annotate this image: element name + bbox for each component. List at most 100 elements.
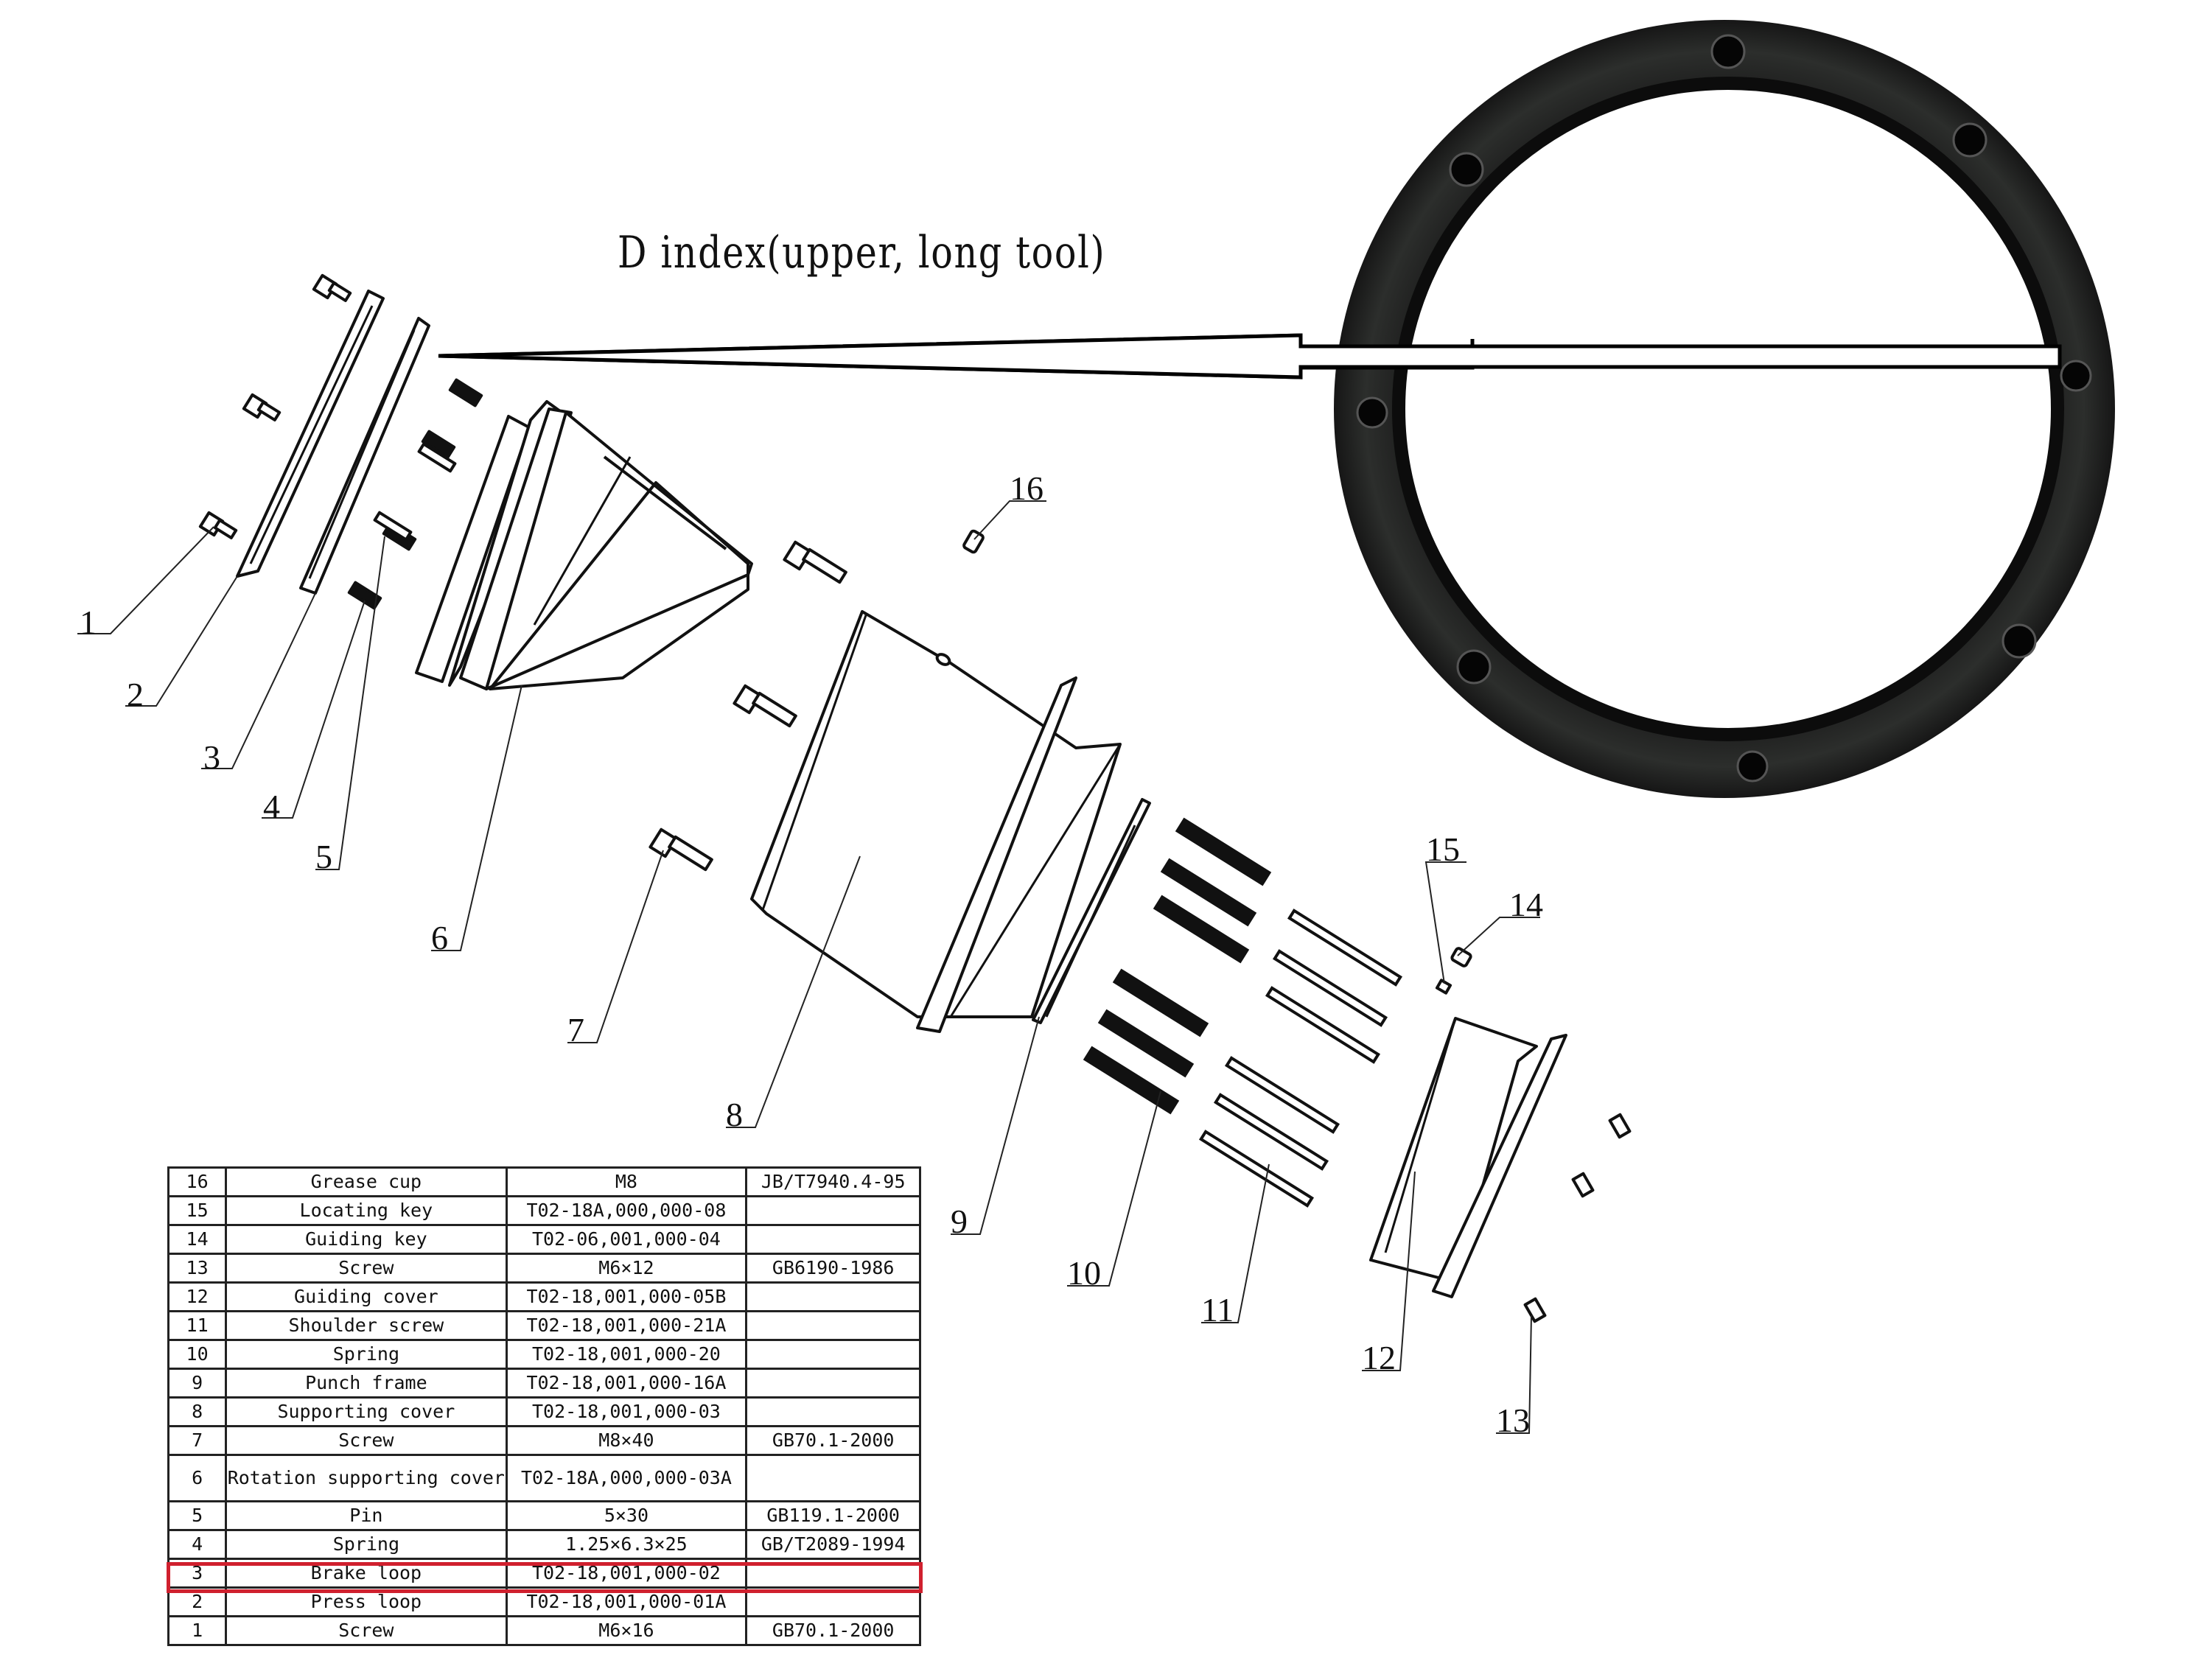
cell-no: 7 <box>167 1425 228 1456</box>
part-13-screws <box>1523 1113 1632 1323</box>
cell-std <box>745 1310 921 1341</box>
leader-lines <box>77 500 1540 1434</box>
cell-name: Screw <box>225 1615 508 1646</box>
cell-code: T02-18A,000,000-08 <box>505 1195 748 1226</box>
cell-code: T02-18,001,000-01A <box>505 1586 748 1617</box>
cell-std <box>745 1339 921 1370</box>
cell-no: 4 <box>167 1529 228 1560</box>
callout-2: 2 <box>127 676 144 713</box>
cell-std: GB70.1-2000 <box>745 1425 921 1456</box>
callout-9: 9 <box>951 1203 968 1240</box>
cell-name: Punch frame <box>225 1368 508 1399</box>
cell-no: 5 <box>167 1500 228 1531</box>
part-16-grease-cup <box>962 529 985 554</box>
cell-no: 6 <box>167 1454 228 1502</box>
cell-name: Press loop <box>225 1586 508 1617</box>
cell-code: 5×30 <box>505 1500 748 1531</box>
cell-no: 13 <box>167 1253 228 1284</box>
cell-code: 1.25×6.3×25 <box>505 1529 748 1560</box>
cell-name: Supporting cover <box>225 1396 508 1427</box>
cell-name: Locating key <box>225 1195 508 1226</box>
callout-4: 4 <box>263 788 280 825</box>
cell-std: GB119.1-2000 <box>745 1500 921 1531</box>
part-6-rotation-supporting-cover <box>415 400 753 690</box>
part-14-guiding-key <box>1450 947 1472 967</box>
cell-no: 16 <box>167 1166 228 1197</box>
cell-code: T02-18,001,000-20 <box>505 1339 748 1370</box>
callout-7: 7 <box>567 1011 584 1049</box>
cell-no: 3 <box>167 1558 228 1589</box>
pointer-arrow <box>438 333 2062 379</box>
cell-std <box>745 1586 921 1617</box>
cell-no: 11 <box>167 1310 228 1341</box>
callout-10: 10 <box>1067 1254 1101 1292</box>
callout-11: 11 <box>1201 1291 1234 1329</box>
cell-name: Shoulder screw <box>225 1310 508 1341</box>
callout-16: 16 <box>1010 469 1043 507</box>
callout-15: 15 <box>1426 830 1460 868</box>
part-3-brake-loop <box>299 317 430 595</box>
callout-14: 14 <box>1509 886 1543 923</box>
cell-std <box>745 1368 921 1399</box>
cell-std <box>745 1195 921 1226</box>
callout-5: 5 <box>315 838 332 875</box>
cell-std <box>745 1558 921 1589</box>
cell-code: T02-18,001,000-02 <box>505 1558 748 1589</box>
cell-code: M8 <box>505 1166 748 1197</box>
cell-std: GB70.1-2000 <box>745 1615 921 1646</box>
cell-code: T02-18,001,000-03 <box>505 1396 748 1427</box>
cell-std: GB6190-1986 <box>745 1253 921 1284</box>
cell-std <box>745 1224 921 1255</box>
cell-code: M8×40 <box>505 1425 748 1456</box>
cell-name: Guiding cover <box>225 1281 508 1312</box>
cell-code: T02-06,001,000-04 <box>505 1224 748 1255</box>
diagram-caption: D index(upper, long tool) <box>618 227 1106 279</box>
part-8-supporting-cover <box>750 610 1122 1033</box>
cell-name: Pin <box>225 1500 508 1531</box>
cell-no: 15 <box>167 1195 228 1226</box>
cell-no: 14 <box>167 1224 228 1255</box>
cell-code: M6×12 <box>505 1253 748 1284</box>
callout-3: 3 <box>203 738 220 776</box>
cell-std <box>745 1281 921 1312</box>
callout-8: 8 <box>726 1096 743 1133</box>
part-1-screws <box>198 273 352 539</box>
cell-no: 1 <box>167 1615 228 1646</box>
callout-6: 6 <box>431 919 448 956</box>
cell-name: Rotation supporting cover <box>225 1454 508 1502</box>
part-15-locating-key <box>1435 979 1452 995</box>
callout-12: 12 <box>1362 1339 1396 1376</box>
cell-no: 9 <box>167 1368 228 1399</box>
cell-no: 2 <box>167 1586 228 1617</box>
part-9-punch-frame <box>1032 798 1151 1024</box>
cell-std <box>745 1396 921 1427</box>
cell-no: 10 <box>167 1339 228 1370</box>
brake-loop-photo <box>1334 20 2115 798</box>
cell-std: JB/T7940.4-95 <box>745 1166 921 1197</box>
part-10-springs <box>1083 817 1272 1115</box>
cell-name: Spring <box>225 1339 508 1370</box>
cell-code: M6×16 <box>505 1615 748 1646</box>
cell-std <box>745 1454 921 1502</box>
cell-no: 8 <box>167 1396 228 1427</box>
cell-name: Grease cup <box>225 1166 508 1197</box>
cell-name: Spring <box>225 1529 508 1560</box>
part-7-screws <box>648 540 847 872</box>
callout-13: 13 <box>1496 1401 1530 1439</box>
